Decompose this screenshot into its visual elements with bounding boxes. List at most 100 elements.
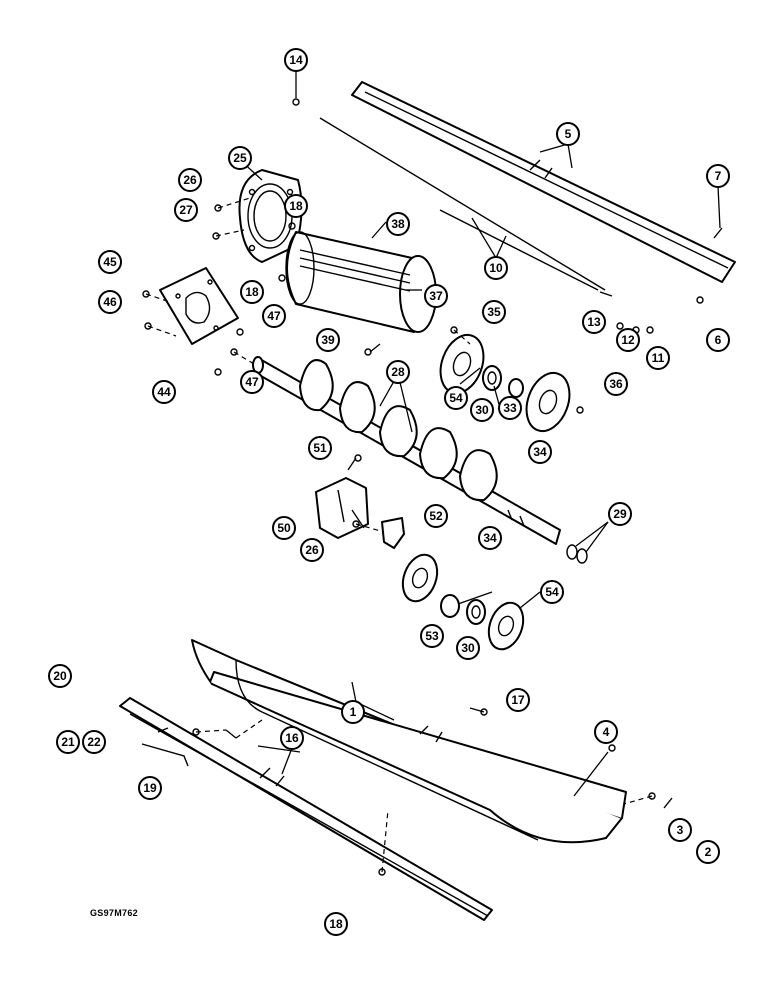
figure-code: GS97M762 <box>90 908 138 918</box>
svg-text:30: 30 <box>475 403 489 417</box>
plate-part <box>159 267 239 345</box>
svg-text:3: 3 <box>677 823 684 837</box>
svg-text:45: 45 <box>103 255 117 269</box>
callout-52: 52 <box>424 504 448 528</box>
callout-26-upper: 26 <box>178 168 202 192</box>
callout-10: 10 <box>484 256 508 280</box>
callout-30-lower: 30 <box>456 636 480 660</box>
svg-text:7: 7 <box>715 169 722 183</box>
callout-54-lower: 54 <box>540 580 564 604</box>
callout-13: 13 <box>582 310 606 334</box>
callout-34-lower: 34 <box>478 526 502 550</box>
svg-text:26: 26 <box>305 543 319 557</box>
callout-47-lower: 47 <box>240 370 264 394</box>
hardware-marks <box>142 98 723 876</box>
svg-text:44: 44 <box>157 385 171 399</box>
svg-text:53: 53 <box>425 629 439 643</box>
callout-21: 21 <box>56 730 80 754</box>
callout-39: 39 <box>316 328 340 352</box>
top-cover-part <box>319 81 736 291</box>
svg-text:21: 21 <box>61 735 75 749</box>
svg-text:26: 26 <box>183 173 197 187</box>
bracket-part <box>381 517 405 549</box>
svg-text:17: 17 <box>511 693 525 707</box>
callout-18-flange-top: 18 <box>284 194 308 218</box>
callout-25: 25 <box>228 146 252 170</box>
callout-36: 36 <box>604 372 628 396</box>
svg-text:18: 18 <box>329 917 343 931</box>
callout-34-upper: 34 <box>528 440 552 464</box>
svg-text:18: 18 <box>245 285 259 299</box>
callout-4: 4 <box>594 720 618 744</box>
callout-7: 7 <box>706 164 730 188</box>
cover-part <box>315 477 369 539</box>
svg-text:33: 33 <box>503 401 517 415</box>
svg-text:14: 14 <box>289 53 303 67</box>
callout-17: 17 <box>506 688 530 712</box>
svg-text:29: 29 <box>613 507 627 521</box>
svg-text:27: 27 <box>179 203 193 217</box>
callout-20: 20 <box>48 664 72 688</box>
callout-46: 46 <box>98 290 122 314</box>
svg-text:25: 25 <box>233 151 247 165</box>
svg-text:52: 52 <box>429 509 443 523</box>
svg-text:1: 1 <box>350 705 357 719</box>
callout-18-lower: 18 <box>324 912 348 936</box>
svg-text:47: 47 <box>245 375 259 389</box>
callout-14: 14 <box>284 48 308 72</box>
leader-lines <box>239 72 721 797</box>
callout-53: 53 <box>420 624 444 648</box>
svg-text:18: 18 <box>289 199 303 213</box>
callout-37: 37 <box>424 284 448 308</box>
flange-part <box>238 169 303 263</box>
callout-5: 5 <box>556 122 580 146</box>
svg-text:5: 5 <box>565 127 572 141</box>
assembly-lines <box>145 197 653 873</box>
callout-54-upper: 54 <box>444 386 468 410</box>
callout-51: 51 <box>308 436 332 460</box>
bearing-set-upper <box>439 333 571 433</box>
svg-text:2: 2 <box>705 845 712 859</box>
svg-text:38: 38 <box>391 217 405 231</box>
callout-11: 11 <box>646 346 670 370</box>
svg-text:46: 46 <box>103 295 117 309</box>
callout-18-flange-bottom: 18 <box>240 280 264 304</box>
rod-part-lower <box>141 743 189 767</box>
bearing-set-lower <box>401 553 525 651</box>
svg-text:28: 28 <box>391 365 405 379</box>
callout-30-upper: 30 <box>470 398 494 422</box>
svg-text:11: 11 <box>652 351 665 365</box>
auger-part <box>252 356 561 545</box>
svg-text:36: 36 <box>609 377 623 391</box>
callout-22: 22 <box>82 730 106 754</box>
svg-text:37: 37 <box>429 289 443 303</box>
callout-16: 16 <box>280 726 304 750</box>
callout-3: 3 <box>668 818 692 842</box>
callout-29: 29 <box>608 502 632 526</box>
rod-part <box>439 209 613 297</box>
svg-text:54: 54 <box>449 391 463 405</box>
callout-19: 19 <box>138 776 162 800</box>
svg-text:30: 30 <box>461 641 475 655</box>
callout-2: 2 <box>696 840 720 864</box>
svg-text:10: 10 <box>489 261 503 275</box>
callout-38: 38 <box>386 212 410 236</box>
svg-text:6: 6 <box>715 333 722 347</box>
svg-text:20: 20 <box>53 669 67 683</box>
callout-1: 1 <box>341 700 365 724</box>
callout-12: 12 <box>616 328 640 352</box>
callout-28: 28 <box>386 360 410 384</box>
svg-text:12: 12 <box>621 333 635 347</box>
lower-cover-part <box>119 697 493 921</box>
svg-text:51: 51 <box>313 441 327 455</box>
svg-text:34: 34 <box>533 445 547 459</box>
tube-part <box>285 231 437 333</box>
callout-44: 44 <box>152 380 176 404</box>
svg-text:22: 22 <box>87 735 101 749</box>
callout-45: 45 <box>98 250 122 274</box>
svg-text:50: 50 <box>277 521 291 535</box>
callout-27: 27 <box>174 198 198 222</box>
callout-47-upper: 47 <box>262 304 286 328</box>
svg-text:39: 39 <box>321 333 335 347</box>
